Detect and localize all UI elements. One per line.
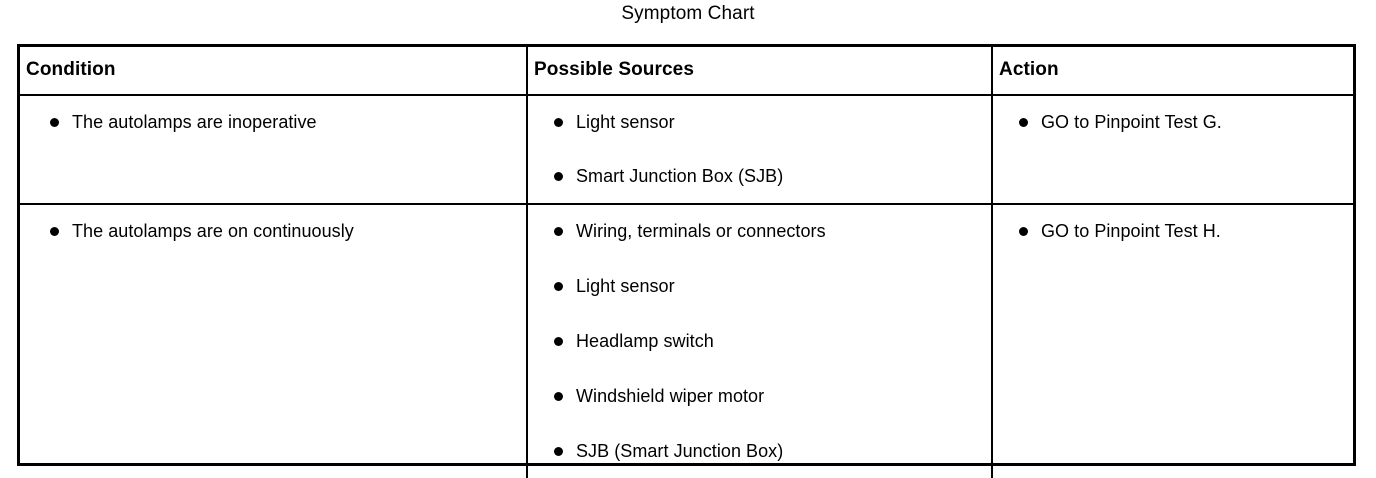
action-list: GO to Pinpoint Test H. — [993, 205, 1353, 258]
table-row: The autolamps are inoperative Light sens… — [20, 95, 1353, 204]
list-item-label: The autolamps are inoperative — [72, 112, 317, 132]
symptom-table-container: Condition Possible Sources Action — [17, 44, 1356, 478]
list-item-label: The autolamps are on continuously — [72, 221, 354, 241]
list-item: Light sensor — [528, 106, 991, 139]
table-header-row: Condition Possible Sources Action — [20, 47, 1353, 96]
list-item-label: GO to Pinpoint Test G. — [1041, 112, 1222, 132]
bullet-icon — [50, 118, 59, 127]
list-item-label: Light sensor — [576, 276, 675, 296]
bullet-icon — [554, 447, 563, 456]
bullet-icon — [554, 392, 563, 401]
list-item: SJB (Smart Junction Box) — [528, 435, 991, 468]
possible-sources-list: Wiring, terminals or connectors Light se… — [528, 205, 991, 478]
bullet-icon — [1019, 118, 1028, 127]
list-item: Wiring, terminals or connectors — [528, 215, 991, 248]
table-body: The autolamps are inoperative Light sens… — [20, 95, 1353, 478]
list-item-label: GO to Pinpoint Test H. — [1041, 221, 1221, 241]
column-header-condition: Condition — [20, 47, 527, 96]
condition-list: The autolamps are on continuously — [20, 205, 526, 258]
bullet-icon — [554, 118, 563, 127]
cell-possible-sources: Wiring, terminals or connectors Light se… — [526, 203, 992, 478]
bullet-icon — [50, 227, 59, 236]
table-header: Condition Possible Sources Action — [20, 47, 1353, 96]
cell-action: GO to Pinpoint Test G. — [991, 95, 1353, 204]
page-title: Symptom Chart — [621, 3, 755, 24]
column-header-possible-sources-label: Possible Sources — [534, 59, 695, 80]
column-header-action-label: Action — [999, 59, 1059, 80]
list-item-label: Windshield wiper motor — [576, 386, 765, 406]
column-header-condition-label: Condition — [26, 59, 116, 80]
bullet-icon — [554, 282, 563, 291]
bullet-icon — [1019, 227, 1028, 236]
list-item: GO to Pinpoint Test G. — [993, 106, 1353, 139]
cell-action: GO to Pinpoint Test H. — [991, 203, 1353, 478]
cell-condition: The autolamps are on continuously — [20, 203, 527, 478]
symptom-table: Condition Possible Sources Action — [20, 47, 1353, 478]
bullet-icon — [554, 227, 563, 236]
list-item: Headlamp switch — [528, 325, 991, 358]
list-item-label: SJB (Smart Junction Box) — [576, 441, 784, 461]
condition-list: The autolamps are inoperative — [20, 96, 526, 149]
list-item: Smart Junction Box (SJB) — [528, 160, 991, 193]
list-item-label: Headlamp switch — [576, 331, 714, 351]
possible-sources-list: Light sensor Smart Junction Box (SJB) — [528, 96, 991, 203]
list-item: The autolamps are on continuously — [20, 215, 526, 248]
list-item-label: Light sensor — [576, 112, 675, 132]
bullet-icon — [554, 337, 563, 346]
list-item: GO to Pinpoint Test H. — [993, 215, 1353, 248]
bullet-icon — [554, 172, 563, 181]
list-item: Light sensor — [528, 270, 991, 303]
table-row: The autolamps are on continuously Wiring… — [20, 203, 1353, 478]
cell-possible-sources: Light sensor Smart Junction Box (SJB) — [526, 95, 992, 204]
list-item: Windshield wiper motor — [528, 380, 991, 413]
list-item: The autolamps are inoperative — [20, 106, 526, 139]
column-header-possible-sources: Possible Sources — [526, 47, 992, 96]
action-list: GO to Pinpoint Test G. — [993, 96, 1353, 149]
column-header-action: Action — [991, 47, 1353, 96]
list-item-label: Smart Junction Box (SJB) — [576, 166, 784, 186]
list-item-label: Wiring, terminals or connectors — [576, 221, 826, 241]
cell-condition: The autolamps are inoperative — [20, 95, 527, 204]
